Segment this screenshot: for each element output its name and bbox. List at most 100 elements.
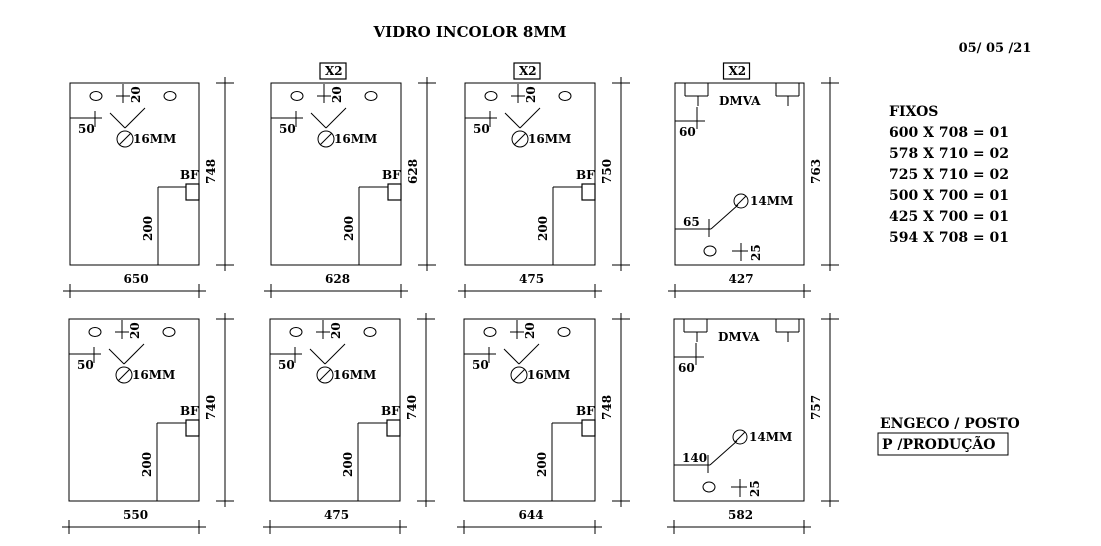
- width-value: 644: [519, 508, 544, 522]
- leader-line: [518, 343, 540, 365]
- hole-ellipse: [557, 327, 571, 337]
- hole-ellipse: [702, 481, 716, 493]
- fixos-line: 425 X 700 = 01: [889, 209, 1009, 225]
- hole-size-label: 14MM: [750, 194, 793, 208]
- dim-200: 200: [342, 216, 356, 241]
- hole-diameter-line: [735, 195, 747, 207]
- drawing-title: VIDRO INCOLOR 8MM: [372, 23, 566, 41]
- width-value: 427: [729, 272, 754, 286]
- fixos-list: FIXOS 600 X 708 = 01 578 X 710 = 02 725 …: [889, 104, 1009, 246]
- hole-ellipse: [163, 91, 177, 101]
- panel-outline: [674, 82, 805, 266]
- dim-25: 25: [748, 480, 762, 497]
- panel-outline: [463, 318, 596, 502]
- quantity-label: X2: [519, 64, 537, 78]
- hole-size-label: 16MM: [133, 132, 176, 146]
- height-value: 748: [204, 159, 218, 184]
- hole-ellipse: [162, 327, 176, 337]
- fixos-line: 600 X 708 = 01: [889, 125, 1009, 141]
- footer-line-1: ENGECO / POSTO: [880, 416, 1020, 432]
- hole-circle: [317, 130, 335, 148]
- bf-label: BF: [180, 168, 199, 182]
- dim-50: 50: [278, 358, 295, 372]
- hole-circle: [116, 130, 134, 148]
- height-value: 748: [600, 395, 614, 420]
- dim-20: 20: [329, 322, 343, 339]
- panel-outline: [464, 82, 596, 266]
- bf-label: BF: [382, 168, 401, 182]
- height-value: 763: [809, 159, 823, 184]
- hole-size-label: 16MM: [528, 132, 571, 146]
- bf-square: [581, 183, 596, 201]
- bf-label: BF: [180, 404, 199, 418]
- width-value: 475: [324, 508, 349, 522]
- hole-diameter-line: [118, 132, 132, 146]
- fixos-line: 594 X 708 = 01: [889, 230, 1009, 246]
- dim-50: 50: [473, 122, 490, 136]
- fixos-line: 500 X 700 = 01: [889, 188, 1009, 204]
- width-value: 650: [124, 272, 149, 286]
- panel-outline: [269, 318, 401, 502]
- hole-ellipse: [483, 327, 497, 337]
- quantity-label: X2: [729, 64, 747, 78]
- footer-notes: ENGECO / POSTO P /PRODUÇÃO: [877, 416, 1020, 456]
- quantity-box: [722, 62, 751, 80]
- bf-square: [185, 183, 200, 201]
- dmva-label: DMVA: [718, 330, 760, 344]
- bf-label: BF: [576, 168, 595, 182]
- dim-50: 50: [279, 122, 296, 136]
- dim-left: 140: [682, 451, 707, 465]
- bf-label: BF: [576, 404, 595, 418]
- dim-20: 20: [523, 322, 537, 339]
- leader-line: [108, 348, 125, 365]
- dim-200: 200: [141, 216, 155, 241]
- hole-diameter-line: [117, 368, 131, 382]
- dim-20: 20: [330, 86, 344, 103]
- leader-line: [503, 348, 520, 365]
- leader-line: [124, 107, 146, 129]
- footer-line-2: P /PRODUÇÃO: [882, 434, 995, 453]
- width-value: 582: [728, 508, 753, 522]
- bf-square: [185, 419, 200, 437]
- height-value: 628: [406, 159, 420, 184]
- dim-200: 200: [535, 452, 549, 477]
- hole-diameter-line: [319, 132, 333, 146]
- dim-left: 65: [683, 215, 700, 229]
- dim-60: 60: [678, 361, 695, 375]
- hole-size-label: 16MM: [527, 368, 570, 382]
- leader-line: [109, 112, 126, 129]
- leader-line: [310, 112, 327, 129]
- hole-ellipse: [364, 91, 378, 101]
- hole-diameter-line: [512, 368, 526, 382]
- hole-circle: [510, 366, 528, 384]
- hole-size-label: 16MM: [132, 368, 175, 382]
- drawing-date: 05/ 05 /21: [959, 41, 1032, 56]
- hole-ellipse: [363, 327, 377, 337]
- dim-50: 50: [472, 358, 489, 372]
- height-value: 740: [204, 395, 218, 420]
- height-value: 750: [600, 159, 614, 184]
- hole-circle: [732, 429, 748, 445]
- hole-diameter-line: [734, 431, 746, 443]
- quantity-box: [319, 62, 347, 80]
- hole-ellipse: [89, 91, 103, 101]
- leader-line: [123, 343, 145, 365]
- leader-line: [325, 107, 347, 129]
- height-value: 740: [405, 395, 419, 420]
- hole-size-label: 16MM: [334, 132, 377, 146]
- hole-size-label: 14MM: [749, 430, 792, 444]
- dim-200: 200: [536, 216, 550, 241]
- quantity-box: [513, 62, 541, 80]
- bf-square: [581, 419, 596, 437]
- width-value: 628: [325, 272, 350, 286]
- panel-outline: [69, 82, 200, 266]
- leader-line: [324, 343, 346, 365]
- dim-25: 25: [749, 244, 763, 261]
- hole-ellipse: [484, 91, 498, 101]
